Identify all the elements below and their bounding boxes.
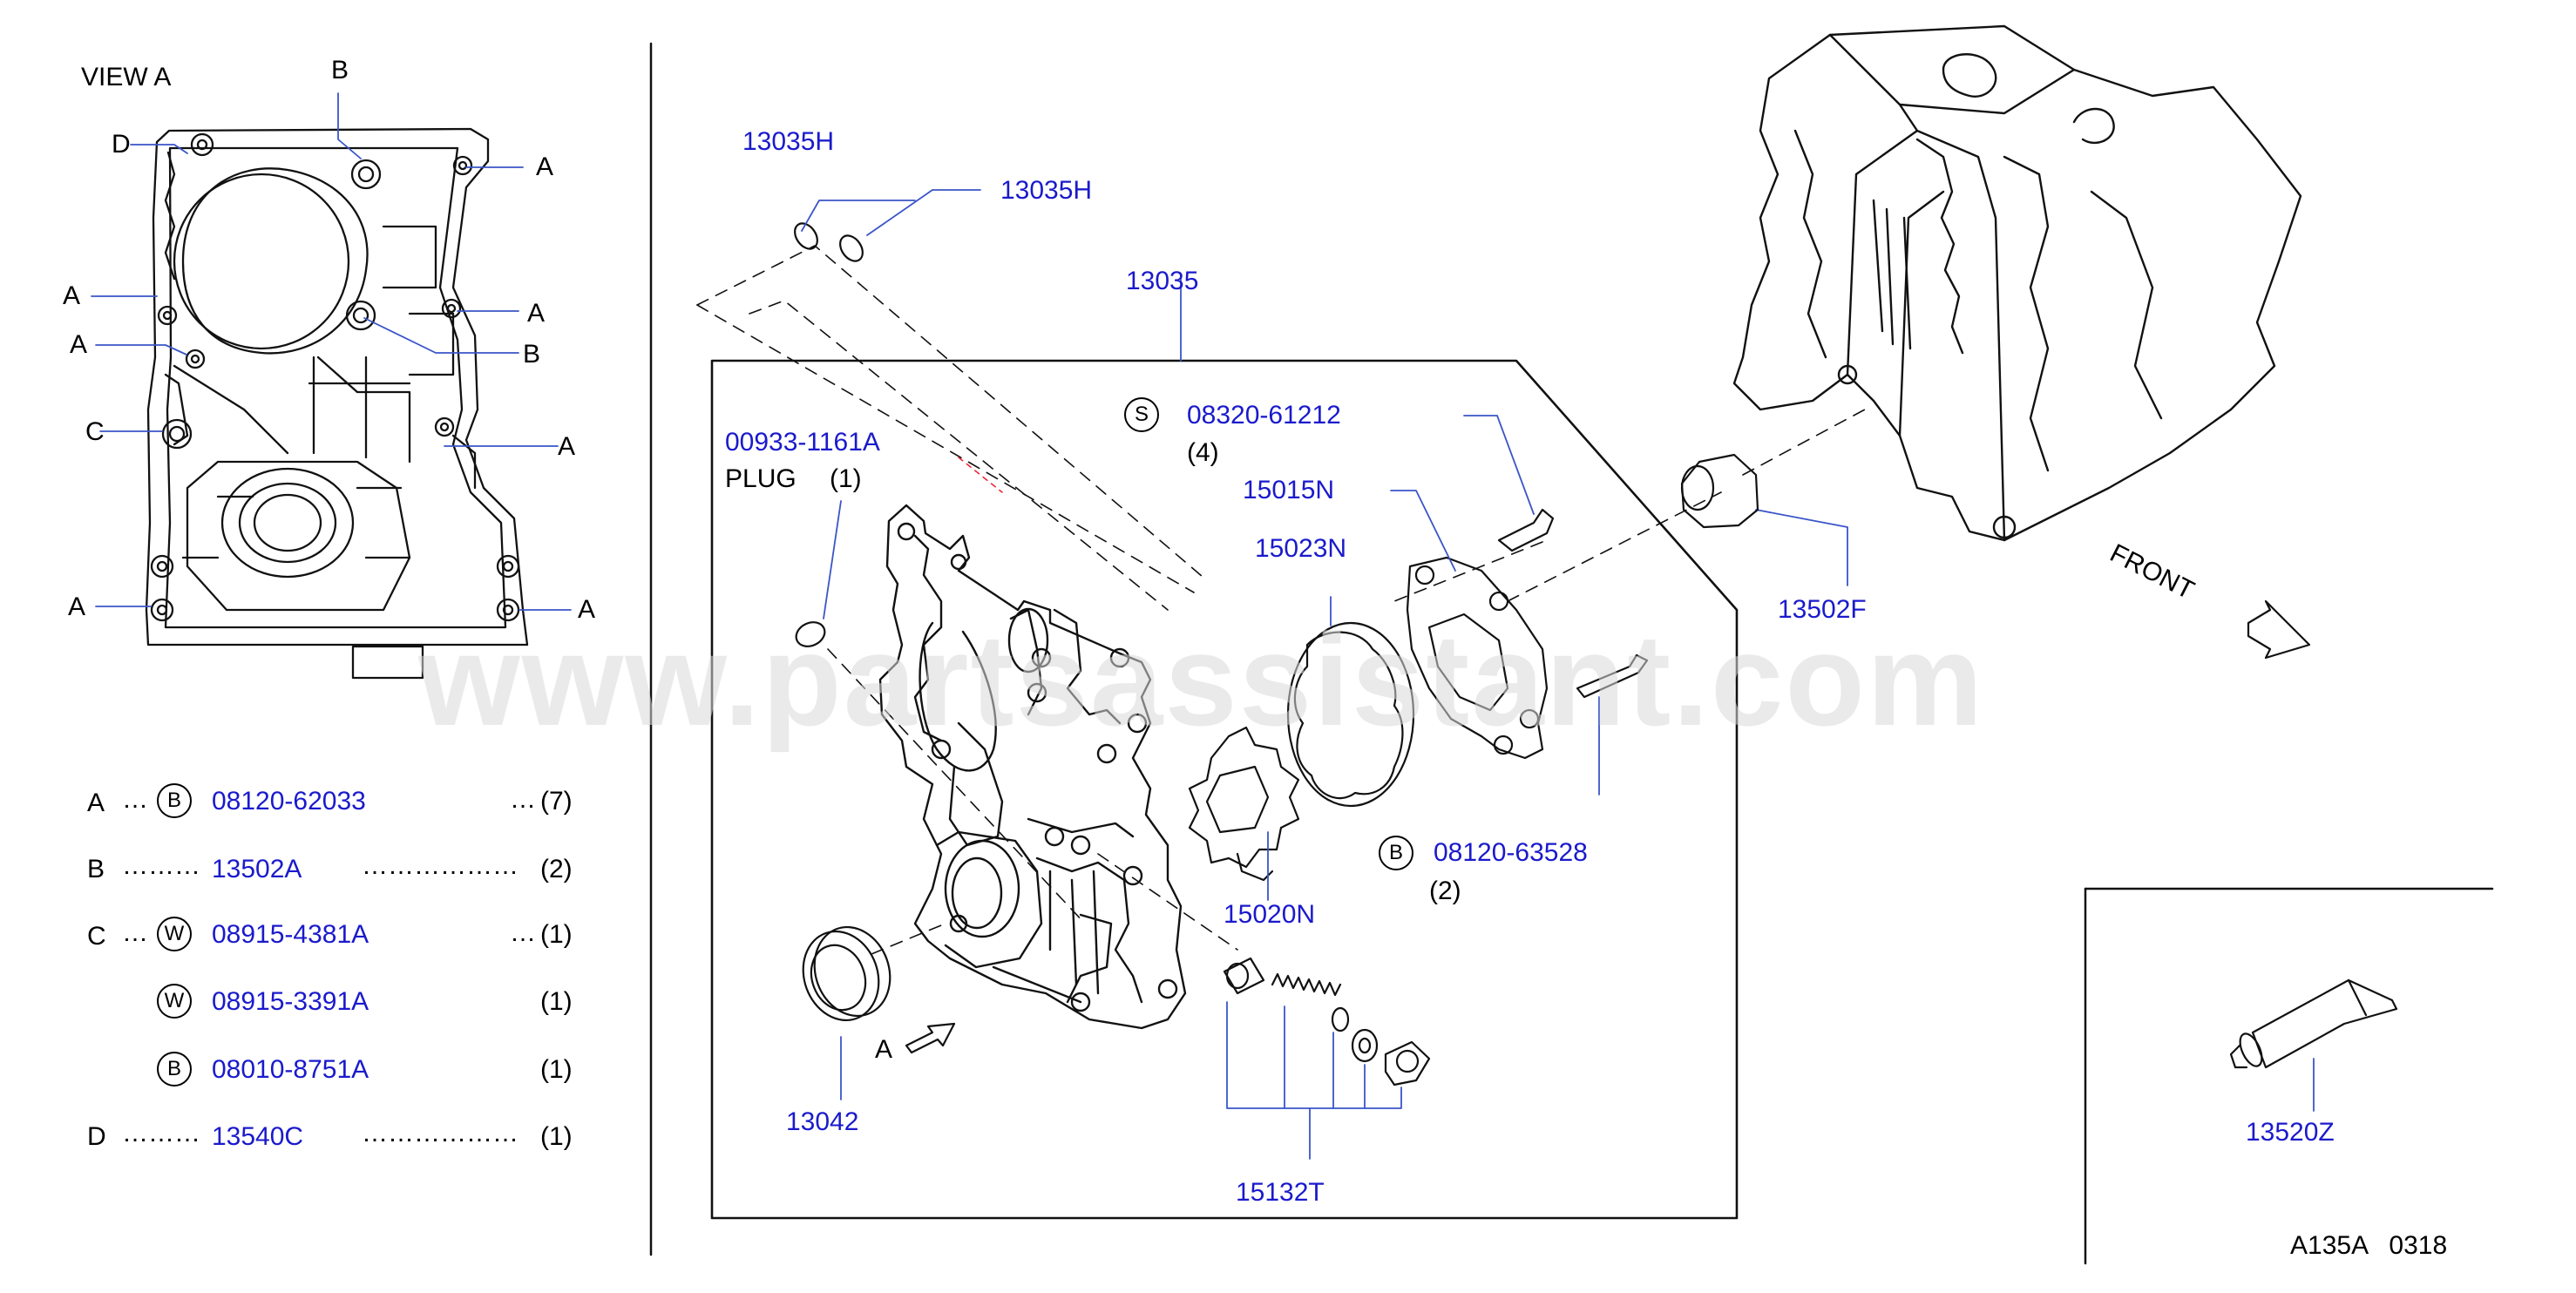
part-08320-qty: (4) [1187, 438, 1219, 467]
legend-qty: (1) [540, 920, 573, 949]
pump-cover [1406, 556, 1549, 760]
part-15020n[interactable]: 15020N [1224, 900, 1316, 929]
legend-symbol: W [157, 984, 192, 1019]
view-a-cover [145, 127, 529, 680]
pump-box [710, 359, 1739, 1220]
part-13035h-a[interactable]: 13035H [742, 127, 835, 156]
legend-lead: … [122, 918, 148, 947]
callout-a-3: A [70, 330, 88, 359]
legend-symbol: B [157, 783, 192, 818]
view-a-leaders [91, 92, 572, 611]
legend-letter: D [87, 1122, 106, 1151]
b-symbol: B [1379, 836, 1413, 870]
engine-block [1732, 24, 2302, 542]
part-13035[interactable]: 13035 [1126, 267, 1199, 295]
view-title: VIEW A [81, 63, 172, 91]
s-symbol: S [1124, 397, 1159, 432]
legend-qty: (7) [540, 787, 573, 816]
part-08120-63528-qty: (2) [1429, 877, 1461, 905]
legend-lead: ……… [122, 1119, 200, 1147]
part-08120-63528[interactable]: 08120-63528 [1434, 838, 1588, 867]
sealant-tube [2229, 978, 2398, 1069]
part-00933-1161a[interactable]: 00933-1161A [725, 428, 880, 457]
legend-part-number[interactable]: 08915-4381A [212, 920, 369, 949]
legend-dots: ……………… [362, 1119, 519, 1147]
callout-a-5: A [558, 432, 576, 461]
legend-letter: C [87, 922, 106, 951]
part-13042[interactable]: 13042 [786, 1107, 859, 1136]
legend-letter: A [87, 789, 105, 817]
callout-a-6: A [68, 592, 86, 621]
dashed-guides [696, 245, 1866, 955]
oil-seal [802, 925, 891, 1022]
page-code: A135A 0318 [2290, 1231, 2448, 1260]
legend-letter: B [87, 855, 105, 883]
legend-dots: … [510, 785, 536, 814]
callout-a-2: A [63, 281, 81, 310]
relief-valve [1223, 957, 1431, 1087]
plug-qty: (1) [830, 464, 862, 493]
part-08320-61212[interactable]: 08320-61212 [1187, 401, 1341, 430]
part-15132t[interactable]: 15132T [1236, 1178, 1325, 1207]
legend-lead: … [122, 785, 148, 814]
part-13520z[interactable]: 13520Z [2246, 1118, 2335, 1147]
part-13035h-b[interactable]: 13035H [1000, 176, 1093, 205]
legend-qty: (2) [540, 855, 573, 883]
callout-b-mid: B [523, 340, 541, 369]
callout-c: C [85, 417, 105, 446]
bolt [1576, 653, 1649, 699]
legend-part-number[interactable]: 08120-62033 [212, 787, 366, 816]
legend-part-number[interactable]: 13502A [212, 855, 302, 883]
view-arrow [905, 1022, 956, 1054]
callout-d: D [112, 130, 131, 159]
o-rings [794, 222, 864, 647]
watermark: www.partsassistant.com [418, 606, 1985, 753]
legend-part-number[interactable]: 13540C [212, 1122, 304, 1151]
plug-label: PLUG [725, 464, 797, 493]
legend-dots: … [510, 918, 536, 947]
part-15015n[interactable]: 15015N [1243, 476, 1335, 504]
timing-cover [878, 504, 1187, 1030]
legend-qty: (1) [540, 987, 573, 1016]
callout-a-1: A [536, 152, 554, 181]
pump-leaders [801, 189, 1848, 1100]
legend-part-number[interactable]: 08915-3391A [212, 987, 369, 1016]
part-15023n[interactable]: 15023N [1255, 534, 1347, 563]
view-arrow-letter: A [875, 1035, 893, 1064]
legend-symbol: B [157, 1052, 192, 1087]
callout-b-top: B [331, 56, 349, 85]
legend-dots: ……………… [362, 851, 519, 880]
screw [1497, 508, 1555, 552]
outer-rotor [1286, 621, 1415, 808]
relief-valve-leaders [1226, 1001, 1402, 1160]
front-arrow [2247, 599, 2311, 660]
red-guide [958, 457, 1003, 493]
legend-lead: ……… [122, 851, 200, 880]
callout-a-4: A [527, 299, 546, 328]
legend-symbol: W [157, 917, 192, 951]
part-13502f[interactable]: 13502F [1778, 595, 1867, 624]
bushing [1680, 453, 1759, 529]
legend-qty: (1) [540, 1122, 573, 1151]
callout-a-7: A [578, 595, 596, 624]
legend-qty: (1) [540, 1055, 573, 1084]
legend-part-number[interactable]: 08010-8751A [212, 1055, 369, 1084]
